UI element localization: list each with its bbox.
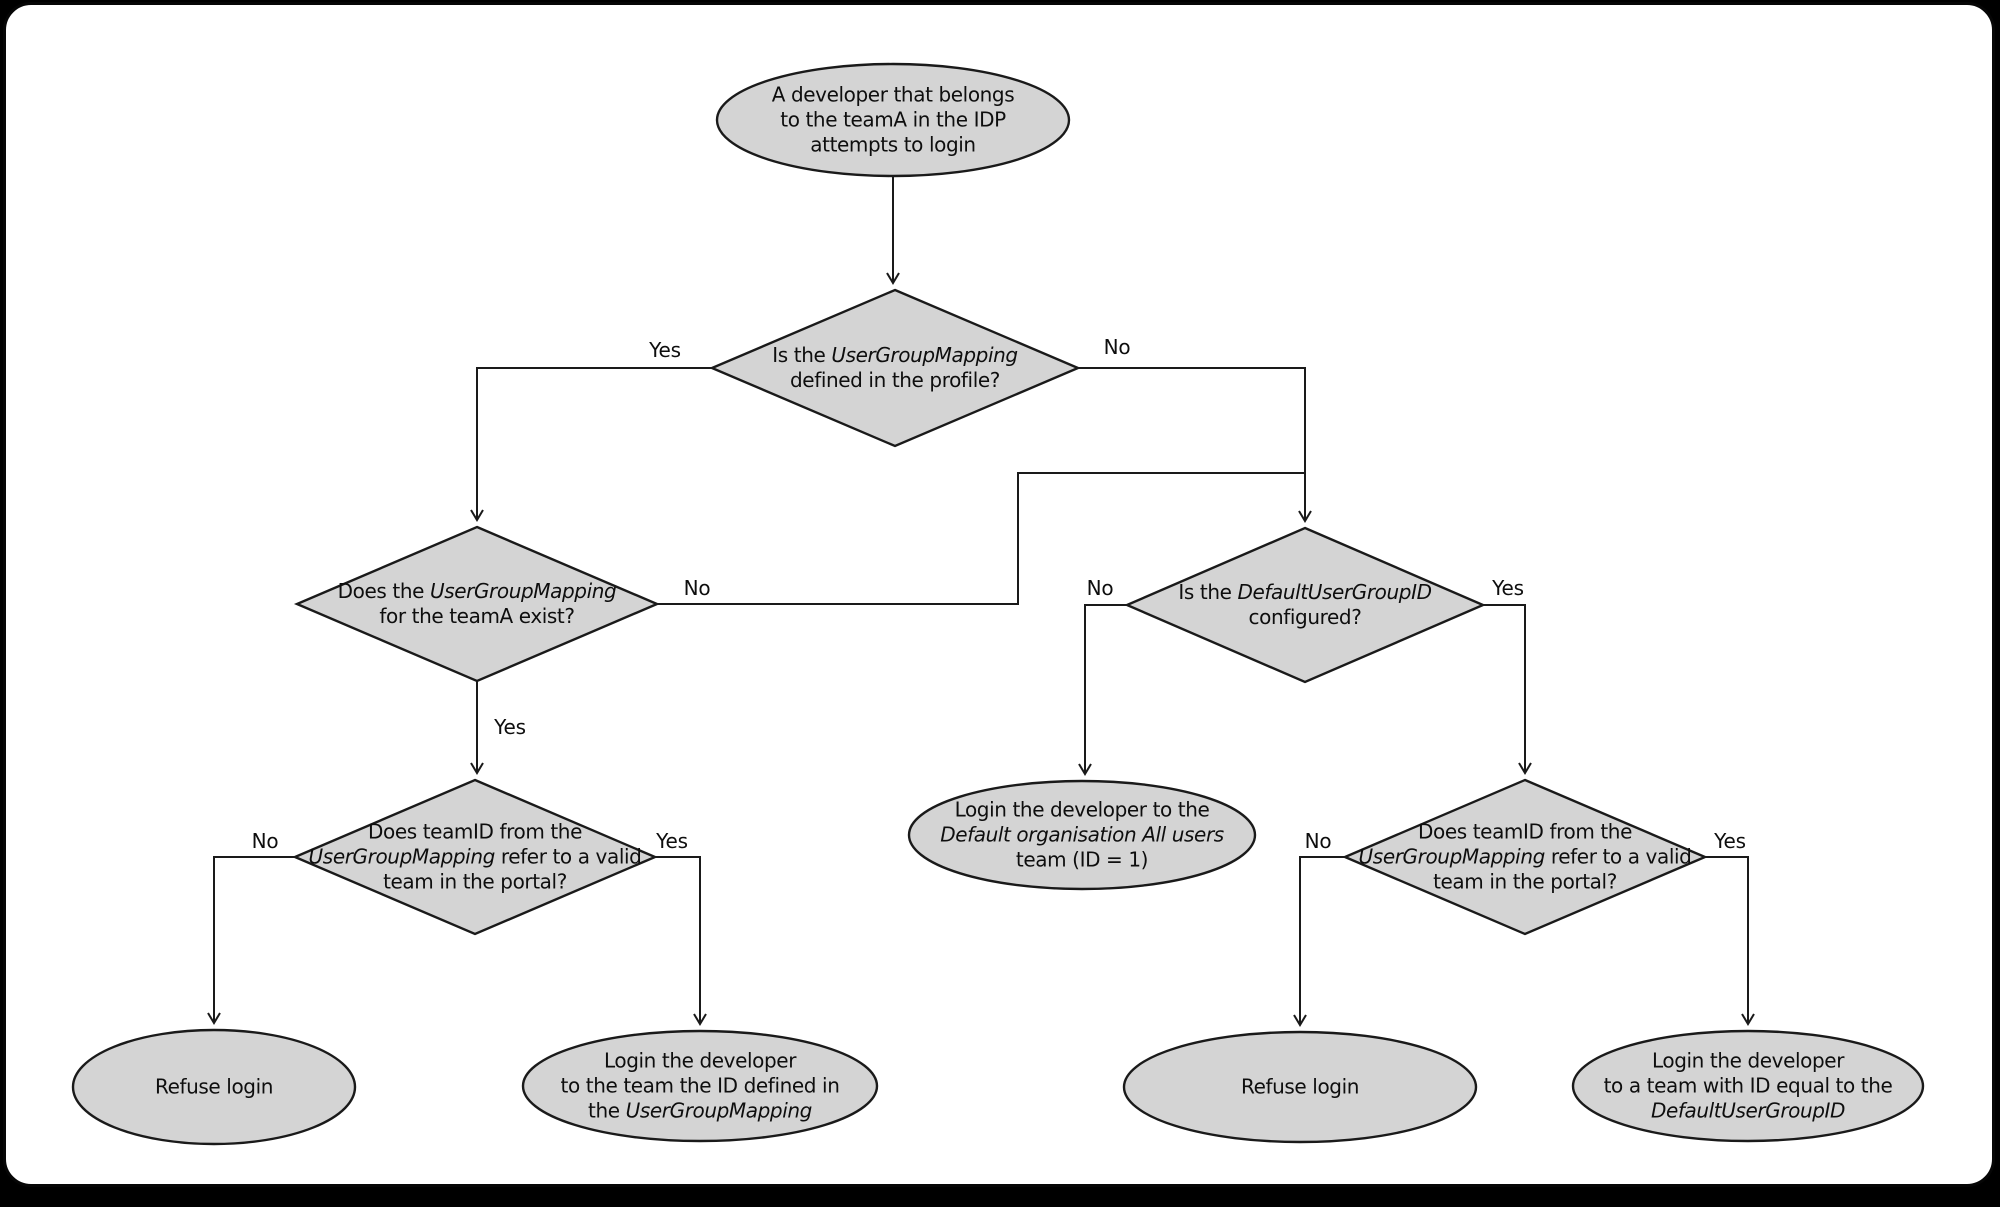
node-d1-text: Is the UserGroupMapping defined in the p…	[772, 343, 1018, 392]
node-e4-shape	[1122, 1030, 1478, 1144]
edge-label-d1-no: No	[1103, 335, 1131, 359]
edge-label-d5-no: No	[1304, 829, 1332, 853]
node-d4-text: Does teamID from the UserGroupMapping re…	[308, 819, 642, 894]
node-e1-text: Refuse login	[154, 1074, 274, 1099]
node-e3-shape	[907, 779, 1257, 891]
edge-label-d4-no: No	[251, 829, 279, 853]
node-d3-shape	[1123, 526, 1487, 684]
node-start-text: A developer that belongs to the teamA in…	[771, 82, 1015, 157]
edge-d1-yes-to-d2	[470, 367, 712, 522]
edge-label-d5-yes: Yes	[1714, 829, 1746, 853]
edge-label-d2-yes: Yes	[494, 715, 526, 739]
node-e1-shape	[71, 1028, 357, 1146]
node-d2-shape	[293, 525, 661, 683]
node-start-shape	[715, 62, 1071, 178]
edge-label-d3-no: No	[1086, 576, 1114, 600]
edge-d2-no-merge	[657, 472, 1304, 605]
node-e5-shape	[1571, 1029, 1925, 1143]
edge-d4-yes-to-e2	[655, 856, 707, 1026]
node-d3-text: Is the DefaultUserGroupID configured?	[1178, 580, 1432, 629]
node-d5-text: Does teamID from the UserGroupMapping re…	[1358, 819, 1692, 894]
node-e4-text: Refuse login	[1240, 1074, 1360, 1099]
node-e5-text: Login the developer to a team with ID eq…	[1603, 1048, 1893, 1123]
edge-label-d3-yes: Yes	[1492, 576, 1524, 600]
node-e2-shape	[521, 1029, 879, 1143]
edge-label-d2-no: No	[683, 576, 711, 600]
edge-d4-no-to-e1	[207, 856, 295, 1025]
node-d2-text: Does the UserGroupMapping for the teamA …	[337, 579, 617, 628]
node-d1-shape	[708, 288, 1082, 448]
edge-d3-no-to-e3	[1078, 604, 1127, 776]
node-e2-text: Login the developer to the team the ID d…	[560, 1048, 840, 1123]
node-d4-shape	[291, 778, 659, 936]
edge-label-d1-yes: Yes	[649, 338, 681, 362]
edge-d3-yes-to-d5	[1483, 604, 1532, 775]
node-d5-shape	[1341, 778, 1709, 936]
edge-label-d4-yes: Yes	[656, 829, 688, 853]
edge-d5-no-to-e4	[1293, 856, 1345, 1027]
edge-d5-yes-to-e5	[1705, 856, 1755, 1026]
node-e3-text: Login the developer to the Default organ…	[940, 797, 1224, 872]
edge-d1-no-to-d3	[1078, 367, 1312, 523]
